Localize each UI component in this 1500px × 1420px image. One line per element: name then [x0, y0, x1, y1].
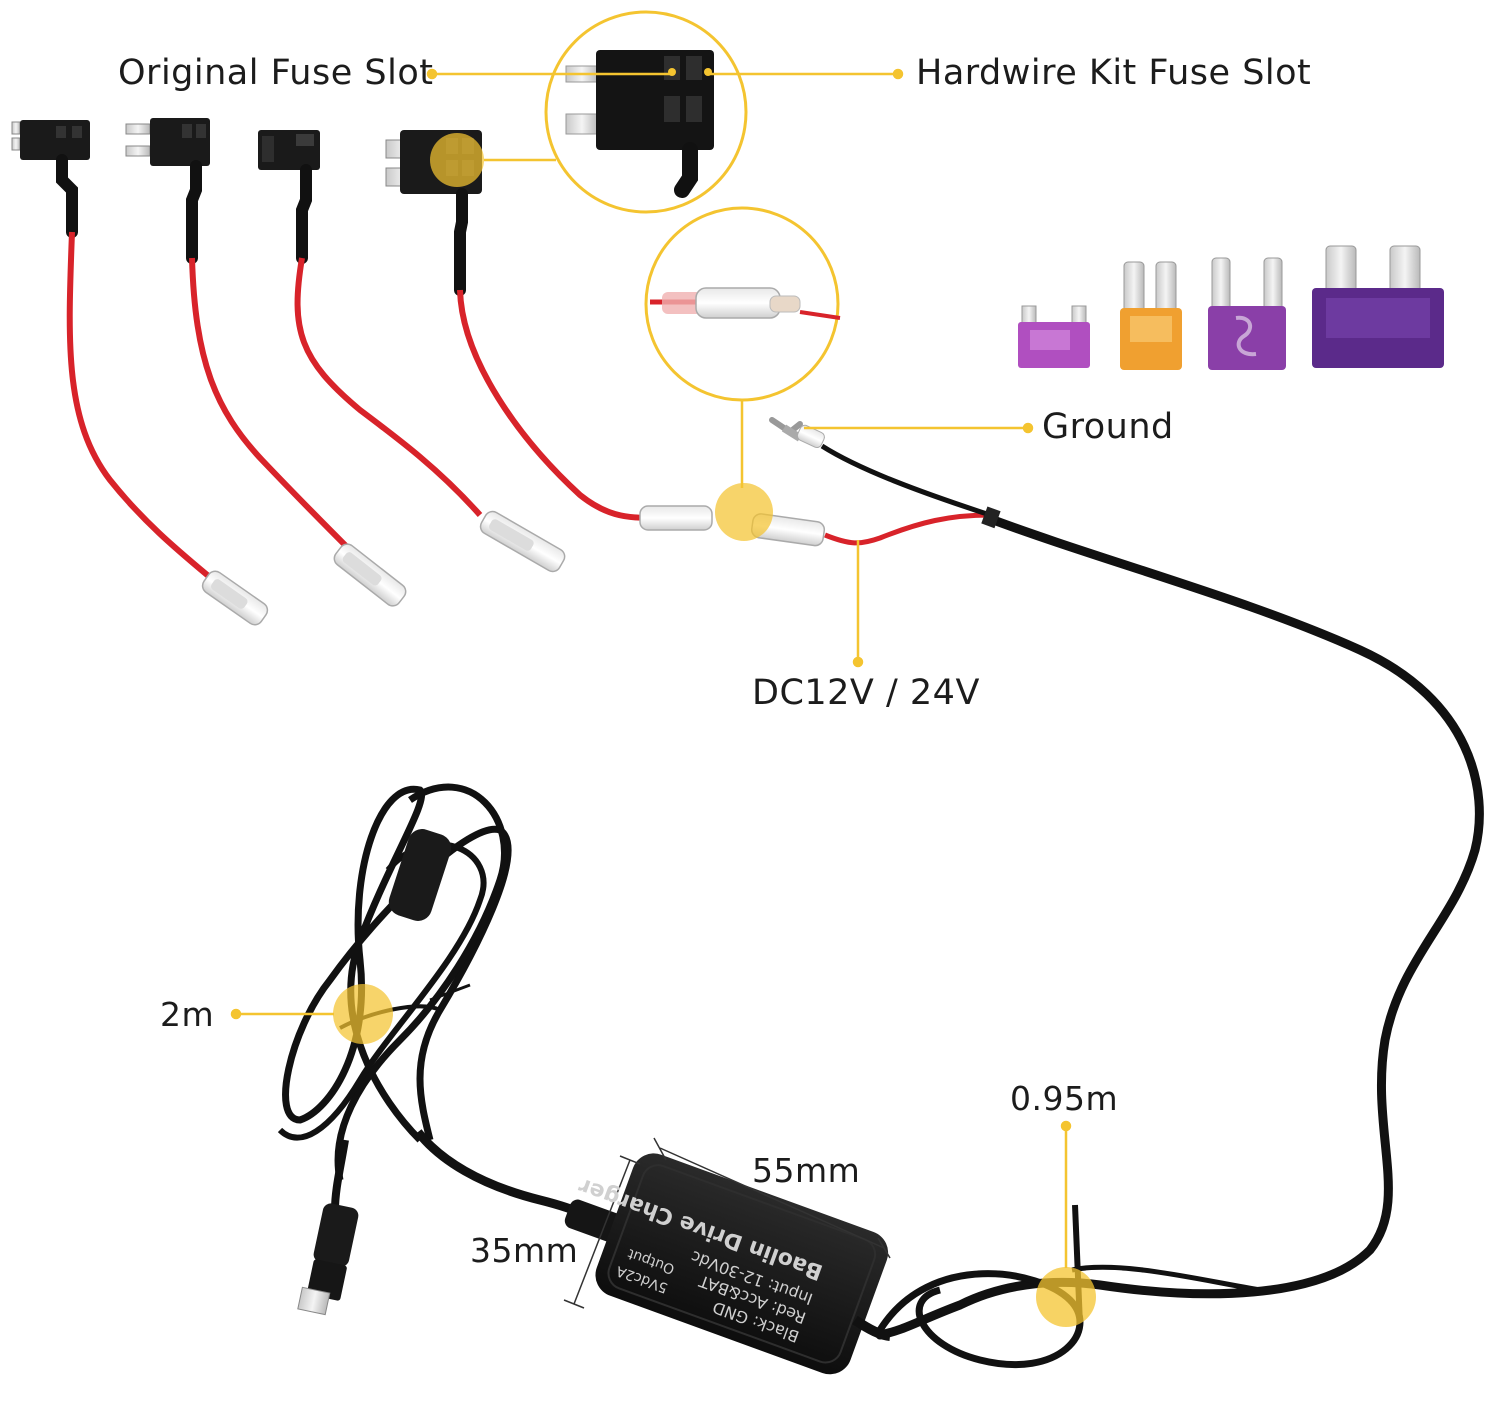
- original-fuse-slot-label: Original Fuse Slot: [118, 53, 434, 93]
- fuse-set: [1018, 245, 1444, 370]
- fuse-slot-highlight: [430, 133, 484, 187]
- fuse-tap-1: [11, 120, 269, 626]
- ground-label: Ground: [1042, 407, 1174, 447]
- fuse-tap-3: [258, 130, 566, 573]
- coil-highlight: [1036, 1267, 1096, 1327]
- width-dimension-label: 55mm: [752, 1151, 861, 1190]
- charger-box: [595, 1153, 891, 1375]
- inline-splice: [639, 505, 991, 547]
- dimension-lines: [563, 1137, 891, 1309]
- cable-length-2m-label: 2m: [160, 995, 215, 1034]
- long-cable-highlight: [333, 984, 393, 1044]
- splice-zoom: [644, 206, 841, 488]
- callout-leaders: [230, 68, 1072, 1268]
- long-cable-coil: [277, 783, 624, 1316]
- splice-highlight: [715, 483, 773, 541]
- ground-terminal: [769, 417, 991, 518]
- hardwire-kit-fuse-slot-label: Hardwire Kit Fuse Slot: [916, 53, 1312, 93]
- height-dimension-label: 35mm: [470, 1231, 579, 1270]
- main-cable: [875, 513, 1484, 1340]
- voltage-label: DC12V / 24V: [752, 673, 980, 713]
- fuse-tap-2: [125, 118, 407, 607]
- cable-length-095m-label: 0.95m: [1010, 1079, 1119, 1118]
- fuse-slot-zoom: [484, 10, 748, 214]
